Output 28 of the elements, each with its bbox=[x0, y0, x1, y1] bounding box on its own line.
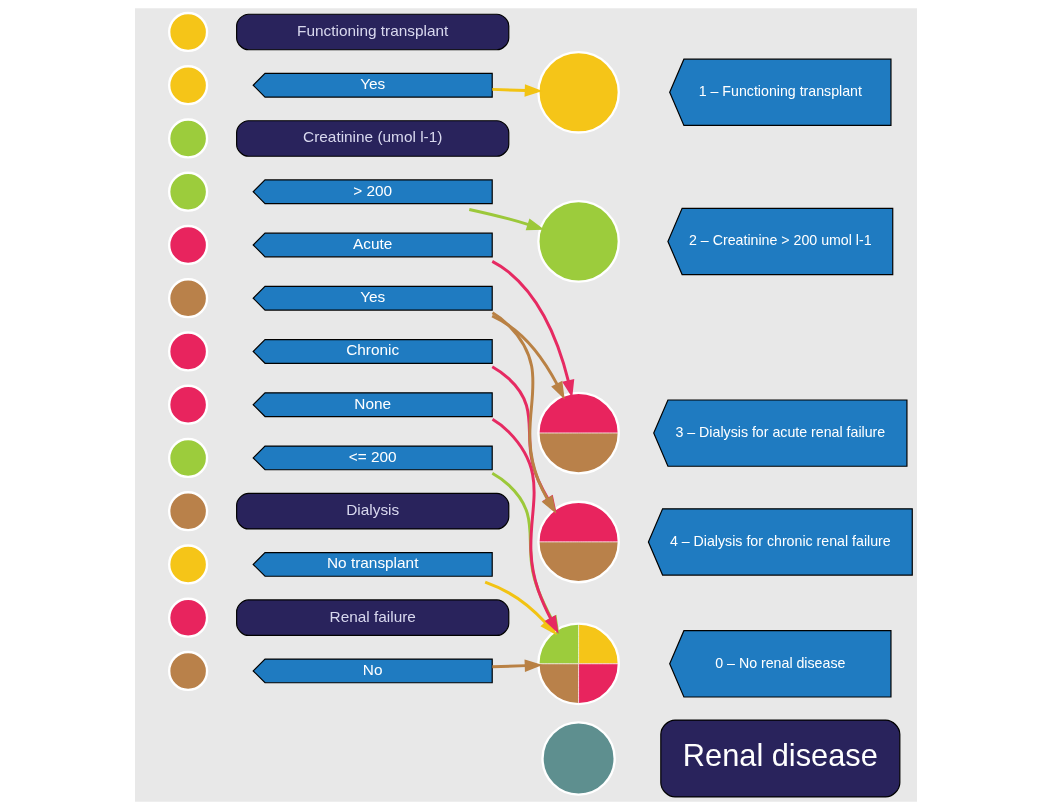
node-circle bbox=[167, 597, 208, 638]
node-box: Renal disease bbox=[659, 719, 900, 798]
node-circle bbox=[167, 65, 208, 106]
node-box: Functioning transplant bbox=[235, 13, 509, 51]
arrow bbox=[491, 365, 557, 514]
node-circle bbox=[167, 437, 208, 479]
node-box: Creatinine (umol l-1) bbox=[235, 120, 509, 157]
arrow bbox=[491, 260, 574, 398]
node-circle bbox=[167, 650, 208, 692]
node-circle bbox=[167, 384, 208, 425]
arrow bbox=[468, 208, 545, 231]
node-circle bbox=[167, 171, 208, 212]
node-box: Renal failure bbox=[235, 599, 509, 637]
node-circle bbox=[167, 544, 208, 585]
node-circle bbox=[167, 278, 208, 319]
arrow bbox=[491, 314, 565, 400]
arrow bbox=[491, 659, 542, 672]
arrow bbox=[491, 84, 542, 97]
node-circle bbox=[167, 11, 208, 53]
node-circle bbox=[536, 200, 620, 283]
node-circle bbox=[540, 721, 616, 796]
node-circle bbox=[167, 224, 208, 266]
node-circle bbox=[167, 331, 208, 372]
node-circle bbox=[167, 491, 208, 532]
node-circle bbox=[536, 50, 620, 134]
node-circle bbox=[167, 118, 208, 159]
arrow bbox=[491, 311, 556, 514]
node-box: Dialysis bbox=[235, 492, 509, 530]
